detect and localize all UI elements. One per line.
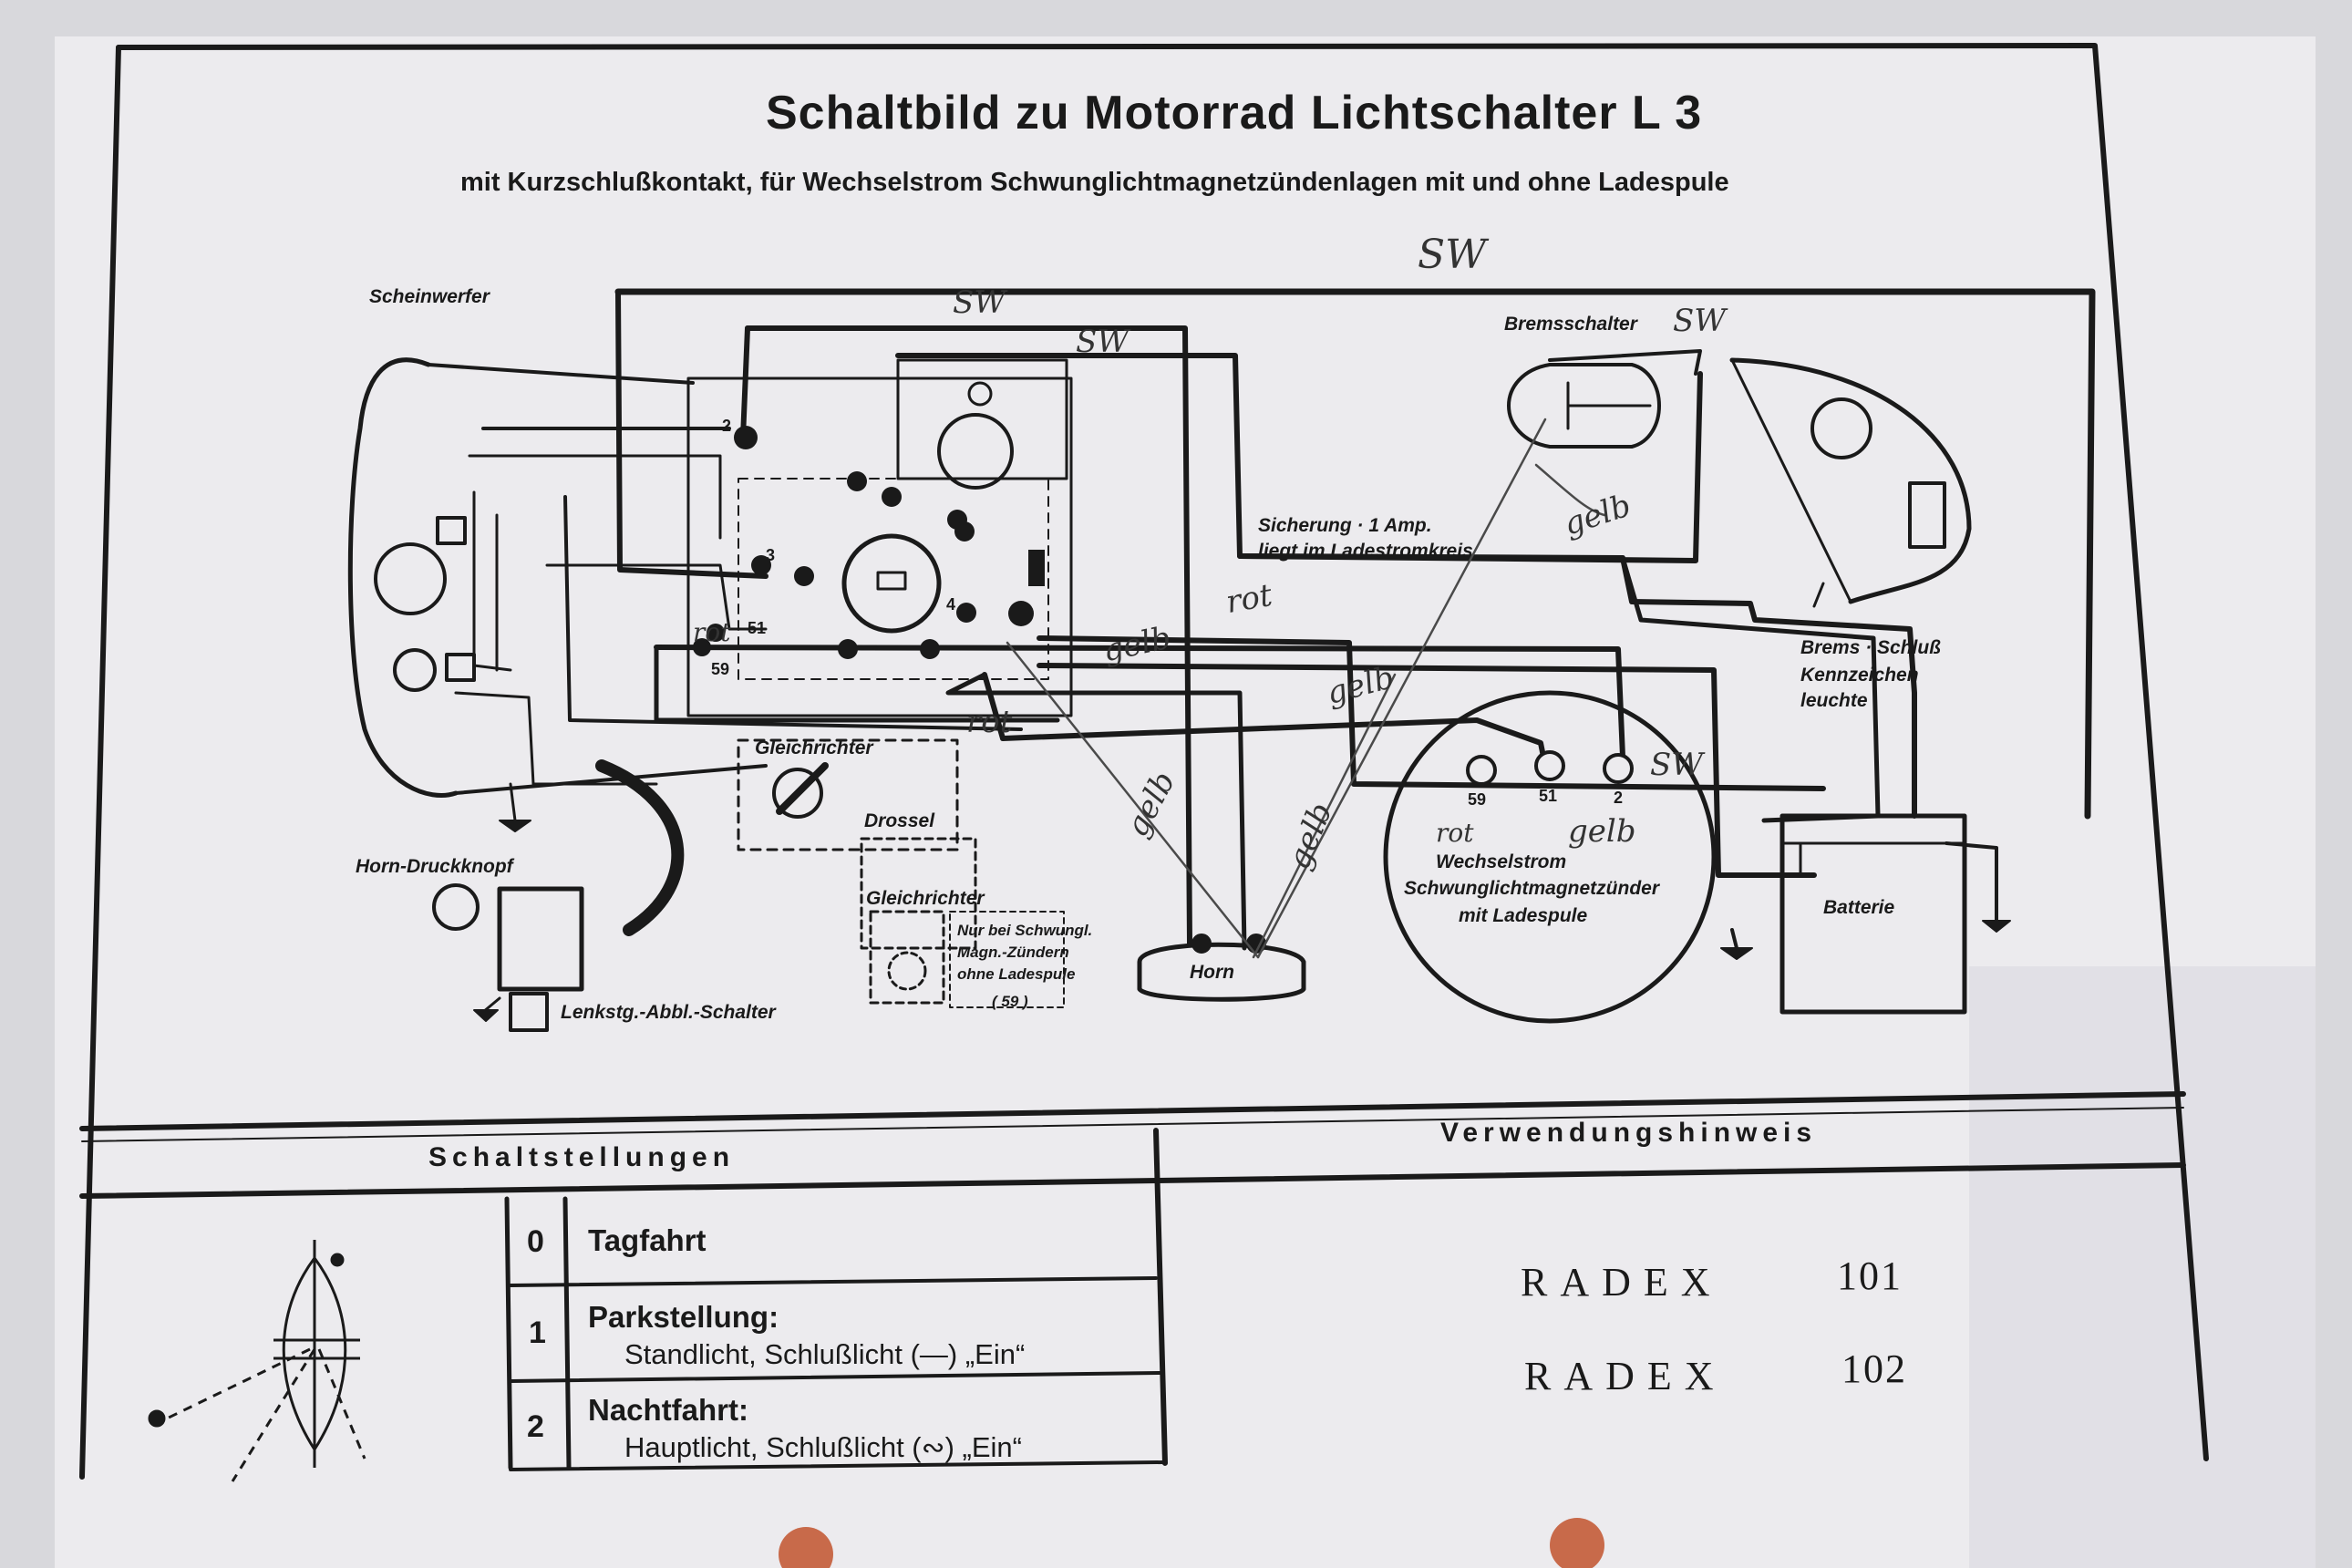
terminal-59: 59: [1468, 790, 1487, 809]
switch-terminal-51: 51: [748, 619, 767, 637]
label-note-2: Magn.-Zündern: [957, 944, 1069, 961]
punch-hole-left: [779, 1527, 833, 1568]
table-center-divider: [1153, 1128, 1168, 1466]
label-tail-lamp-3: leuchte: [1800, 690, 1868, 711]
headlight-bulb: [374, 542, 447, 615]
diagram-title: Schaltbild zu Motorrad Lichtschalter L 3: [766, 87, 1703, 139]
label-note-4: ( 59 ): [992, 993, 1028, 1010]
handwritten-sw-top: SW: [1418, 232, 1487, 278]
switch-row-divider-1: [509, 1276, 1158, 1287]
choke-box: [860, 837, 977, 950]
switch-position-0-title: Tagfahrt: [588, 1223, 707, 1257]
switch-positions-heading: Schaltstellungen: [428, 1142, 736, 1172]
switch-position-2-title: Nachtfahrt:: [588, 1393, 749, 1427]
punch-hole-right: [1550, 1518, 1604, 1568]
switch-terminal-4: 4: [946, 595, 956, 614]
tail-bulb: [1810, 397, 1872, 459]
switch-terminal-2: 2: [722, 417, 732, 435]
usage-model-1-number: 101: [1837, 1253, 1903, 1298]
handwritten-sw-b: SW: [1076, 324, 1130, 360]
label-handlebar-switch: Lenkstg.-Abbl.-Schalter: [561, 1002, 776, 1023]
handwritten-sw-brake: SW: [1673, 303, 1727, 339]
magneto-terminals: [1466, 750, 1634, 786]
label-fuse: Sicherung · 1 Amp.: [1258, 515, 1432, 536]
switch-position-0-number: 0: [527, 1224, 544, 1259]
label-brake-switch: Bremsschalter: [1504, 314, 1637, 335]
handlebar-switch: [497, 886, 584, 992]
switch-knob-icon: [148, 1240, 366, 1482]
wire-magneto-2: [1037, 635, 1826, 791]
usage-model-2-number: 102: [1841, 1346, 1907, 1391]
table-top-line: [79, 1091, 2186, 1131]
switch-terminal-3: 3: [766, 546, 776, 564]
switch-col-divider: [504, 1196, 513, 1470]
label-magneto-1: Wechselstrom: [1436, 851, 1567, 872]
label-tail-lamp-2: Kennzeichen: [1800, 665, 1919, 686]
headlight-shell: [347, 357, 459, 798]
switch-terminal-59: 59: [711, 660, 730, 678]
brake-bulb: [1908, 481, 1946, 549]
switch-position-2-number: 2: [527, 1409, 544, 1444]
label-fuse-note: liegt im Ladestromkreis: [1258, 541, 1473, 562]
switch-terminals: [693, 426, 1045, 659]
label-note-1: Nur bei Schwungl.: [957, 922, 1093, 939]
handwritten-gelb-6: gelb: [1568, 813, 1636, 850]
handwritten-sw-a: SW: [953, 284, 1006, 321]
handwritten-rot-2: rot: [966, 704, 1013, 740]
brake-switch: [1507, 363, 1661, 449]
wire-sw-horn: [745, 325, 1192, 946]
handwritten-rot-4: rot: [1436, 818, 1474, 848]
terminal-2: 2: [1614, 789, 1624, 807]
label-rectifier-2: Gleichrichter: [866, 888, 985, 909]
horn: [1137, 942, 1306, 1002]
label-rectifier: Gleichrichter: [755, 738, 873, 758]
wire-magneto-51: [982, 672, 1548, 769]
switch-position-1-desc: Standlicht, Schlußlicht (—) „Ein“: [624, 1338, 1026, 1370]
switch-row-divider-2: [509, 1371, 1161, 1383]
paper-shadow: [1969, 966, 2316, 1568]
switch-position-1-number: 1: [529, 1315, 546, 1350]
battery: [1779, 813, 1967, 1015]
label-tail-lamp-1: Brems · Schluß: [1800, 637, 1942, 658]
label-note-3: ohne Ladespule: [957, 965, 1076, 983]
handwritten-sw-magneto: SW: [1650, 747, 1704, 783]
label-horn-button: Horn-Druckknopf: [356, 856, 513, 877]
horn-button: [432, 883, 480, 931]
handwritten-rot-1: rot: [1222, 576, 1275, 622]
parking-bulb: [393, 648, 437, 692]
label-choke: Drossel: [864, 810, 935, 831]
wire-main-loop: [614, 288, 2096, 820]
pencil-wire-gelb: [1256, 418, 1547, 959]
switch-rotor: [841, 533, 942, 634]
magneto: [1383, 690, 1717, 1024]
usage-model-2-name: RADEX: [1524, 1354, 1727, 1398]
label-horn: Horn: [1190, 962, 1234, 983]
label-battery: Batterie: [1823, 897, 1895, 918]
frame-left: [79, 45, 121, 1480]
label-headlight: Scheinwerfer: [369, 286, 490, 307]
switch-knob: [937, 413, 1014, 490]
switch-position-2-desc: Hauptlicht, Schlußlicht (∾) „Ein“: [624, 1431, 1022, 1463]
label-magneto-2: Schwunglichtmagnetzünder: [1404, 878, 1660, 899]
diagram-subtitle: mit Kurzschlußkontakt, für Wechselstrom …: [460, 168, 1729, 197]
switch-position-1-title: Parkstellung:: [588, 1300, 779, 1334]
terminal-51: 51: [1539, 787, 1558, 805]
usage-heading: Verwendungshinweis: [1440, 1118, 1818, 1148]
tail-lamp-housing: [1729, 357, 1972, 604]
switch-contact-area: [738, 478, 1049, 680]
label-magneto-3: mit Ladespule: [1459, 905, 1588, 926]
switch-housing: [686, 377, 1073, 717]
horn-button-cable: [595, 759, 685, 936]
usage-model-1-name: RADEX: [1521, 1260, 1723, 1305]
table-heading-line: [79, 1178, 1161, 1199]
handwritten-rot-3: rot: [693, 617, 731, 647]
frame-top-right: [116, 43, 2209, 1461]
